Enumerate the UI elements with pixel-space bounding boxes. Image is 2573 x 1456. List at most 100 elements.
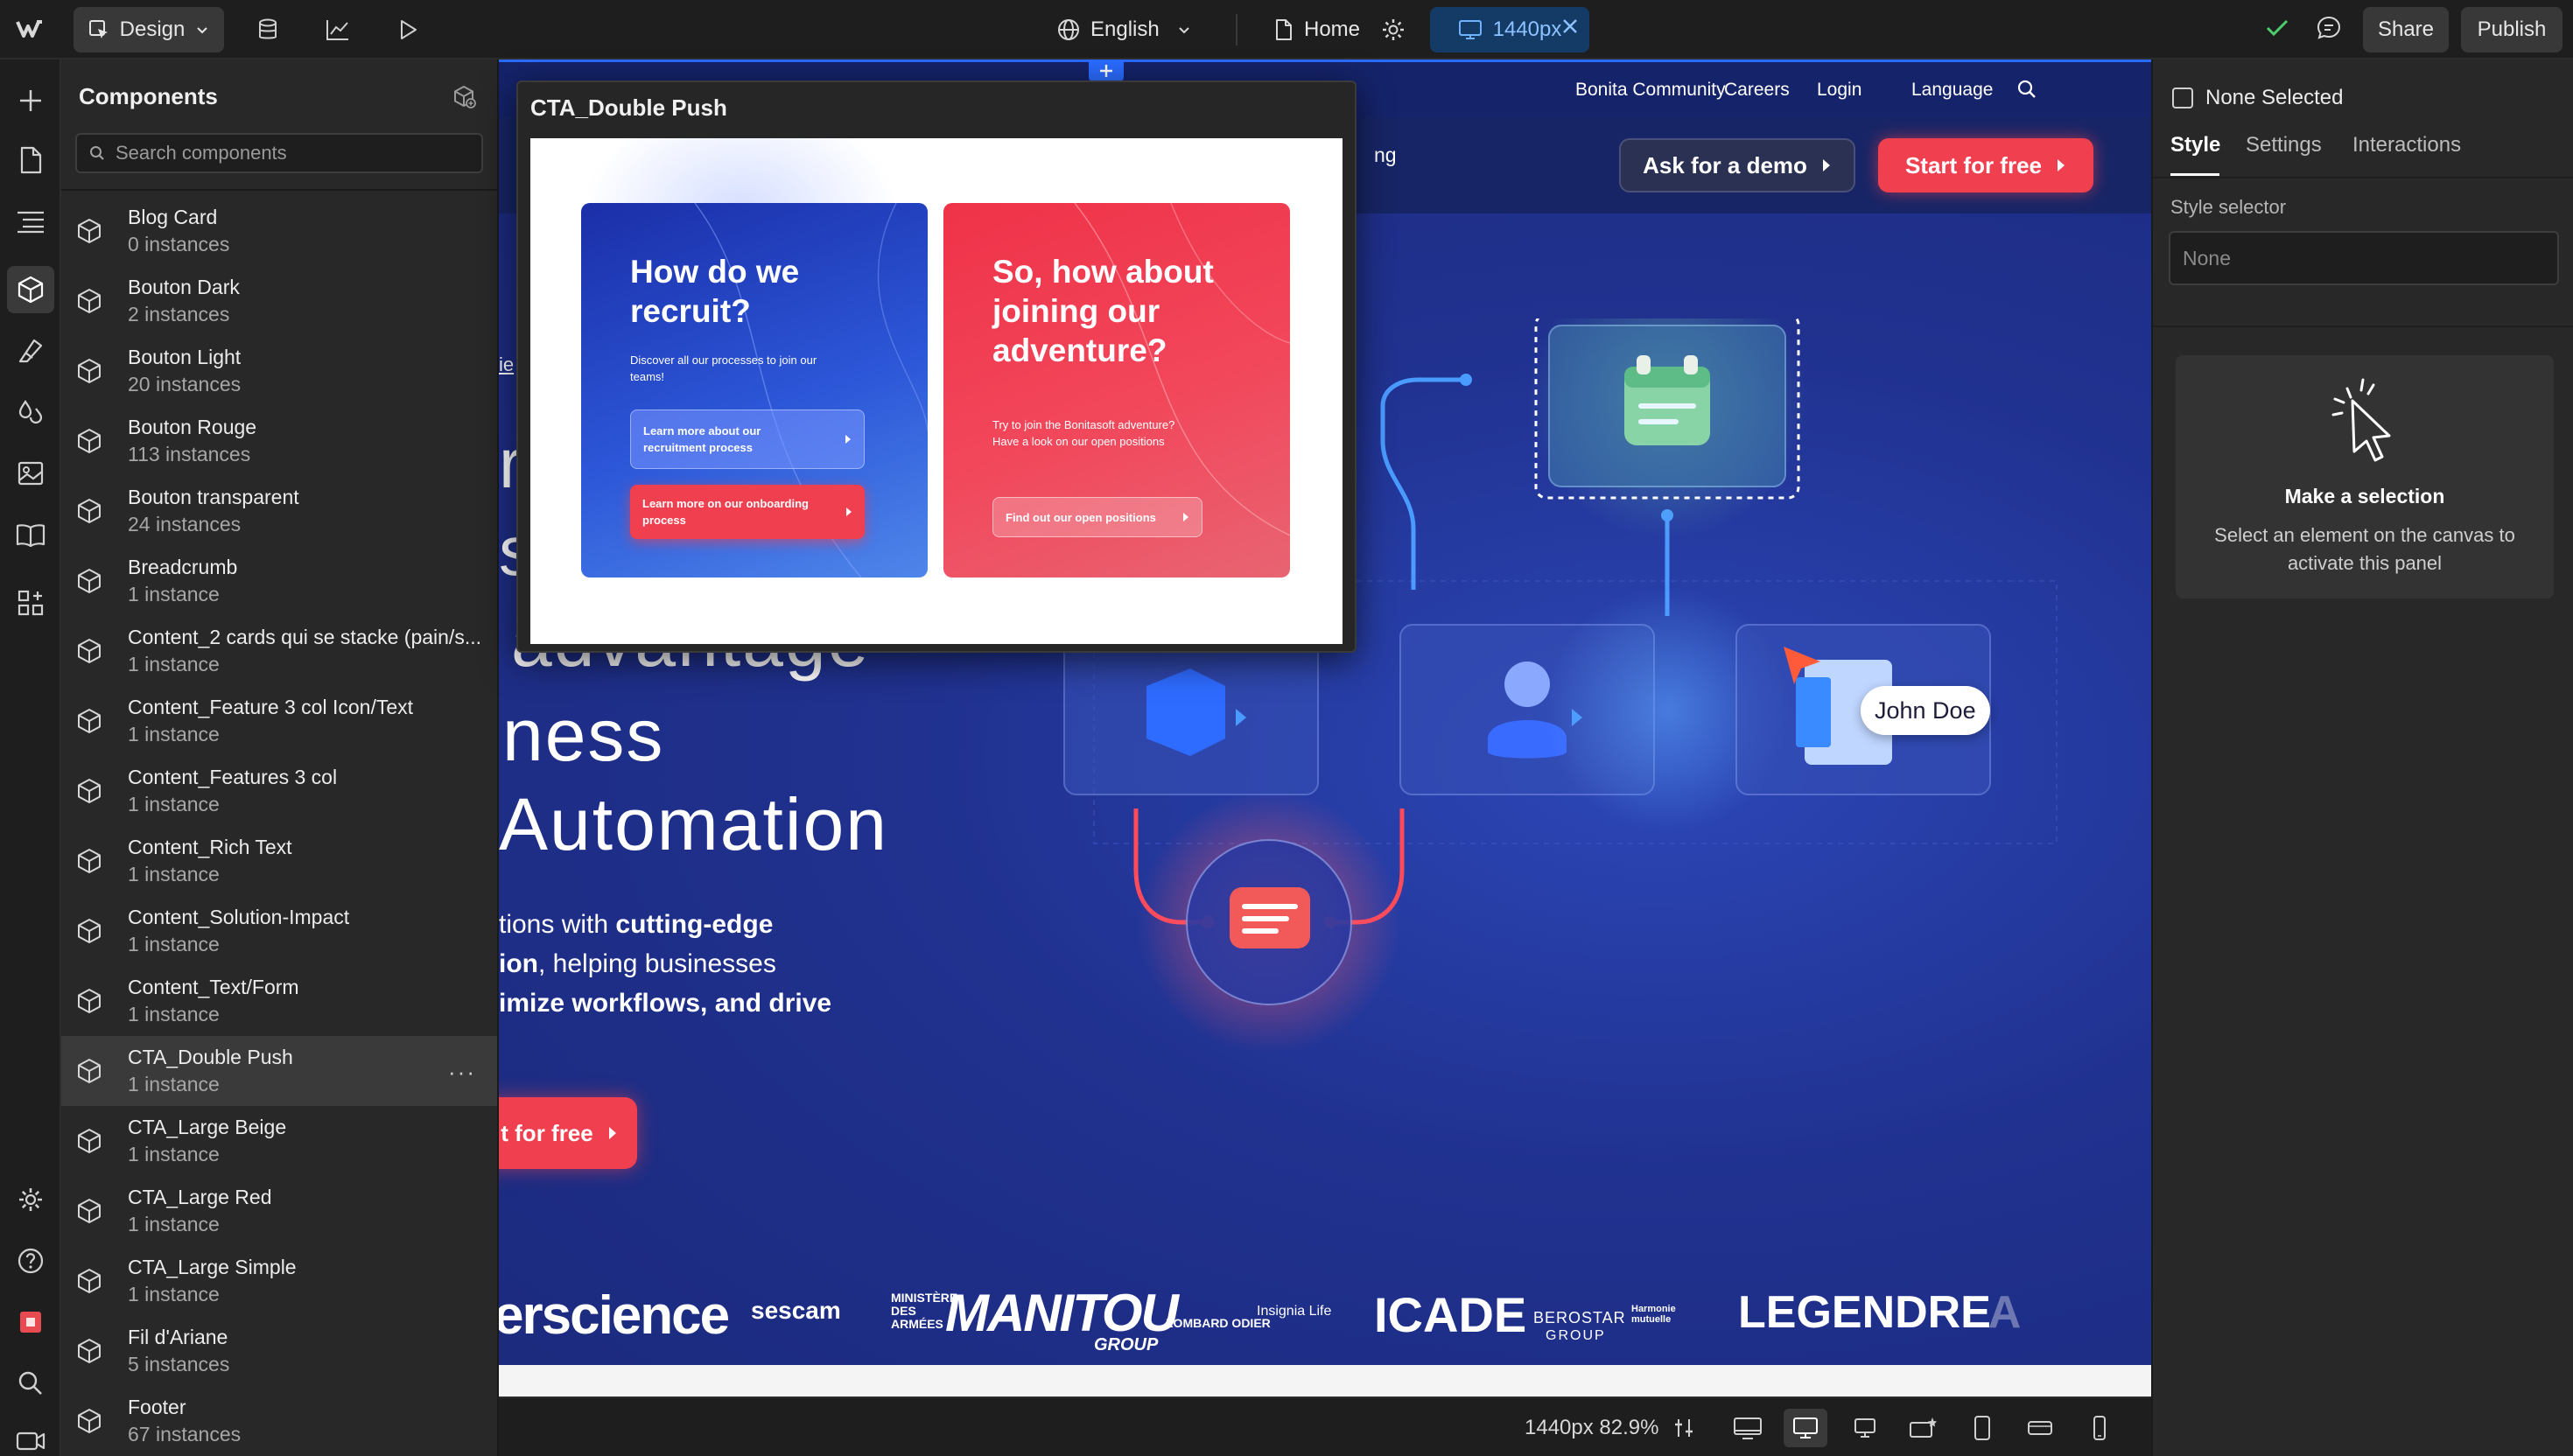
- pages-icon[interactable]: [7, 136, 54, 184]
- preview-play-icon[interactable]: [382, 6, 434, 53]
- nav-link-language[interactable]: Language: [1911, 80, 1994, 100]
- more-options-icon[interactable]: ···: [448, 1059, 476, 1085]
- add-section-plus-icon[interactable]: [1089, 60, 1124, 82]
- hero-partial-link[interactable]: ie: [499, 354, 515, 375]
- component-list-item[interactable]: Breadcrumb 1 instance: [61, 546, 497, 616]
- ask-demo-button[interactable]: Ask for a demo: [1619, 138, 1855, 192]
- nav-link-login[interactable]: Login: [1817, 80, 1862, 100]
- video-tutorials-icon[interactable]: [7, 1418, 54, 1456]
- hero-heading-line: Automation: [499, 783, 888, 865]
- component-cube-icon: [78, 709, 101, 733]
- component-name: Breadcrumb: [128, 556, 238, 578]
- mobile-landscape-icon[interactable]: [2018, 1409, 2062, 1447]
- new-component-icon[interactable]: [452, 84, 476, 108]
- top-toolbar: Design English Home 1440px Share Publish: [0, 0, 2573, 60]
- search-input[interactable]: [116, 142, 469, 164]
- selection-checkbox[interactable]: [2172, 88, 2193, 108]
- tab-settings[interactable]: Settings: [2246, 133, 2322, 157]
- navigator-icon[interactable]: [7, 198, 54, 245]
- component-instance-count: 1 instance: [128, 933, 220, 956]
- apps-icon[interactable]: [7, 579, 54, 626]
- comments-icon[interactable]: [2316, 15, 2342, 41]
- page-settings-gear-icon[interactable]: [1381, 18, 1406, 42]
- add-elements-icon[interactable]: [7, 77, 54, 124]
- component-instance-count: 1 instance: [128, 583, 220, 606]
- breakpoint-indicator[interactable]: 1440px: [1430, 7, 1589, 52]
- share-button[interactable]: Share: [2363, 7, 2449, 52]
- publish-button[interactable]: Publish: [2461, 7, 2562, 52]
- settings-gear-icon[interactable]: [7, 1176, 54, 1223]
- variables-icon[interactable]: [7, 327, 54, 374]
- cta-heading-line: adventure?: [992, 332, 1167, 368]
- mobile-portrait-icon[interactable]: [2078, 1409, 2121, 1447]
- open-positions-button[interactable]: Find out our open positions: [992, 497, 1202, 537]
- component-cube-icon: [78, 1269, 101, 1293]
- record-stop-icon[interactable]: [7, 1298, 54, 1346]
- close-breakpoint-icon[interactable]: [1561, 18, 1579, 35]
- assets-image-icon[interactable]: [7, 450, 54, 497]
- component-instance-count: 2 instances: [128, 303, 230, 326]
- component-instance-count: 20 instances: [128, 373, 242, 396]
- mode-dropdown[interactable]: Design: [74, 7, 224, 52]
- caret-right-icon: [2056, 158, 2066, 173]
- desktop-icon[interactable]: [1784, 1409, 1827, 1447]
- search-icon[interactable]: [7, 1360, 54, 1407]
- component-name: CTA_Large Beige: [128, 1116, 287, 1138]
- hero-start-free-button[interactable]: t for free: [499, 1097, 637, 1169]
- component-list-item[interactable]: Content_Solution-Impact 1 instance: [61, 896, 497, 966]
- style-selectors-drops-icon[interactable]: [7, 388, 54, 436]
- nav-link-careers[interactable]: Careers: [1724, 80, 1790, 100]
- nav-link-community[interactable]: Bonita Community: [1575, 80, 1726, 100]
- component-instance-count: 113 instances: [128, 443, 251, 466]
- button-label: Find out our open positions: [1006, 510, 1156, 524]
- caret-right-icon: [607, 1125, 618, 1141]
- nav-search-icon[interactable]: [2016, 79, 2037, 100]
- tab-interactions[interactable]: Interactions: [2352, 133, 2462, 157]
- component-search-field[interactable]: [75, 133, 483, 173]
- language-selector[interactable]: English: [1057, 12, 1191, 47]
- tablet-icon[interactable]: [1960, 1409, 2004, 1447]
- help-icon[interactable]: [7, 1237, 54, 1284]
- large-desktop-icon[interactable]: [1726, 1409, 1770, 1447]
- component-name: Content_Solution-Impact: [128, 906, 350, 928]
- tab-style[interactable]: Style: [2170, 133, 2221, 157]
- components-icon[interactable]: [7, 266, 54, 313]
- cta-text: Try to join the Bonitasoft adventure?Hav…: [992, 416, 1220, 450]
- page-selector[interactable]: Home: [1274, 12, 1360, 47]
- component-cube-icon: [78, 359, 101, 383]
- component-name: Bouton Rouge: [128, 416, 257, 438]
- cms-database-icon[interactable]: [242, 6, 294, 53]
- style-selector-field[interactable]: None: [2169, 231, 2559, 285]
- cta-heading-line: recruit?: [630, 293, 751, 329]
- component-list-item[interactable]: Bouton Rouge 113 instances: [61, 406, 497, 476]
- component-cube-icon: [78, 429, 101, 453]
- body-text-bold: imize workflows, and drive: [499, 989, 832, 1018]
- component-list-item[interactable]: Content_2 cards qui se stacke (pain/s...…: [61, 616, 497, 686]
- webflow-logo-icon[interactable]: [5, 5, 58, 52]
- zoom-adjust-icon[interactable]: [1663, 1409, 1707, 1447]
- analytics-icon[interactable]: [312, 6, 364, 53]
- cta-heading-line: How do we: [630, 254, 800, 290]
- tablet-landscape-star-icon[interactable]: [1901, 1409, 1945, 1447]
- small-desktop-icon[interactable]: [1843, 1409, 1887, 1447]
- start-free-button[interactable]: Start for free: [1878, 138, 2093, 192]
- cms-book-icon[interactable]: [7, 511, 54, 558]
